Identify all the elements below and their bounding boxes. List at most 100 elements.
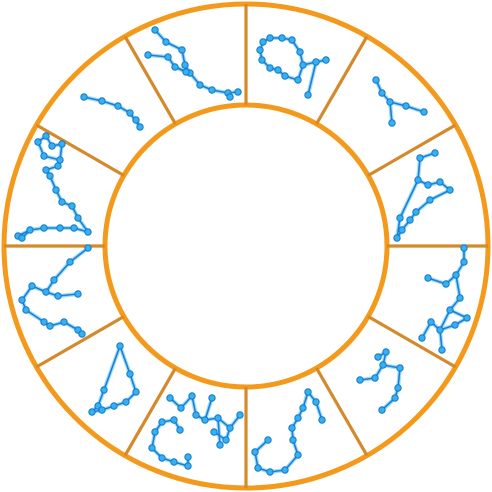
star-icon [58, 198, 66, 206]
star-icon [299, 61, 307, 69]
star-icon [66, 258, 74, 266]
inner-ring [102, 102, 390, 390]
sector-divider [315, 367, 369, 457]
star-icon [74, 290, 82, 298]
star-icon [372, 76, 380, 84]
star-icon [436, 326, 444, 334]
constellation-sector-12 [14, 132, 92, 242]
constellation-line [399, 179, 419, 219]
star-icon [60, 318, 68, 326]
star-icon [52, 186, 60, 194]
sector-divider [123, 35, 177, 125]
star-icon [68, 202, 76, 210]
star-icon [136, 123, 144, 131]
star-icon [34, 138, 42, 146]
star-icon [374, 353, 382, 361]
star-icon [281, 72, 289, 80]
star-icon [256, 46, 264, 54]
star-icon [378, 406, 386, 414]
star-icon [379, 361, 387, 369]
star-icon [378, 89, 386, 97]
star-icon [48, 142, 56, 150]
star-icon [226, 93, 234, 101]
star-icon [22, 306, 30, 314]
star-icon [386, 98, 394, 106]
star-icon [398, 226, 406, 234]
star-icon [460, 258, 468, 266]
star-icon [54, 162, 62, 170]
constellation-line [307, 61, 317, 96]
star-icon [418, 334, 426, 342]
star-icon [214, 414, 222, 422]
star-icon [80, 93, 88, 101]
star-icon [288, 36, 296, 44]
star-icon [312, 58, 320, 66]
constellation-sector-9 [148, 416, 192, 470]
sector-divider [123, 367, 177, 457]
star-icon [162, 38, 170, 46]
star-icon [274, 66, 282, 74]
star-icon [396, 214, 404, 222]
star-icon [54, 292, 62, 300]
sector-divider [35, 123, 125, 177]
star-icon [391, 394, 399, 402]
star-icon [40, 224, 48, 232]
star-icon [210, 428, 218, 436]
star-icon [289, 436, 297, 444]
star-icon [294, 451, 302, 459]
star-icon [396, 364, 404, 372]
star-icon [74, 214, 82, 222]
star-icon [322, 56, 330, 64]
star-icon [431, 149, 439, 157]
star-icon [304, 91, 312, 99]
star-icon [144, 51, 152, 59]
star-icon [164, 53, 172, 61]
sector-divider [315, 35, 369, 125]
star-icon [196, 81, 204, 89]
star-icon [188, 392, 196, 400]
star-icon [254, 464, 262, 472]
star-icon [171, 63, 179, 71]
star-icon [40, 152, 48, 160]
star-icon [122, 398, 130, 406]
star-icon [427, 318, 435, 326]
star-icon [182, 68, 190, 76]
star-icon [393, 234, 401, 242]
constellation-line [69, 247, 89, 263]
constellations [14, 26, 471, 476]
star-icon [251, 448, 259, 456]
star-icon [394, 384, 402, 392]
sector-dividers [4, 4, 488, 488]
constellation-line [217, 417, 221, 446]
star-icon [132, 116, 140, 124]
star-icon [318, 416, 326, 424]
star-icon [406, 216, 414, 224]
sector-divider [367, 123, 457, 177]
constellation-sector-8 [166, 392, 244, 449]
star-icon [451, 321, 459, 329]
star-icon [222, 436, 230, 444]
star-icon [158, 454, 166, 462]
star-icon [46, 172, 54, 180]
star-icon [110, 402, 118, 410]
star-icon [299, 404, 307, 412]
star-icon [288, 424, 296, 432]
star-icon [42, 166, 50, 174]
star-icon [236, 411, 244, 419]
star-icon [442, 280, 450, 288]
star-icon [166, 394, 174, 402]
star-icon [208, 394, 216, 402]
star-icon [436, 178, 444, 186]
constellation-sector-4 [393, 149, 454, 242]
constellation-sector-13 [80, 93, 144, 131]
constellation-sector-11 [18, 244, 92, 338]
star-icon [446, 306, 454, 314]
star-icon [201, 416, 209, 424]
star-icon [98, 97, 106, 105]
star-icon [446, 186, 454, 194]
star-icon [388, 119, 396, 127]
constellation-line [103, 345, 121, 391]
star-icon [258, 56, 266, 64]
